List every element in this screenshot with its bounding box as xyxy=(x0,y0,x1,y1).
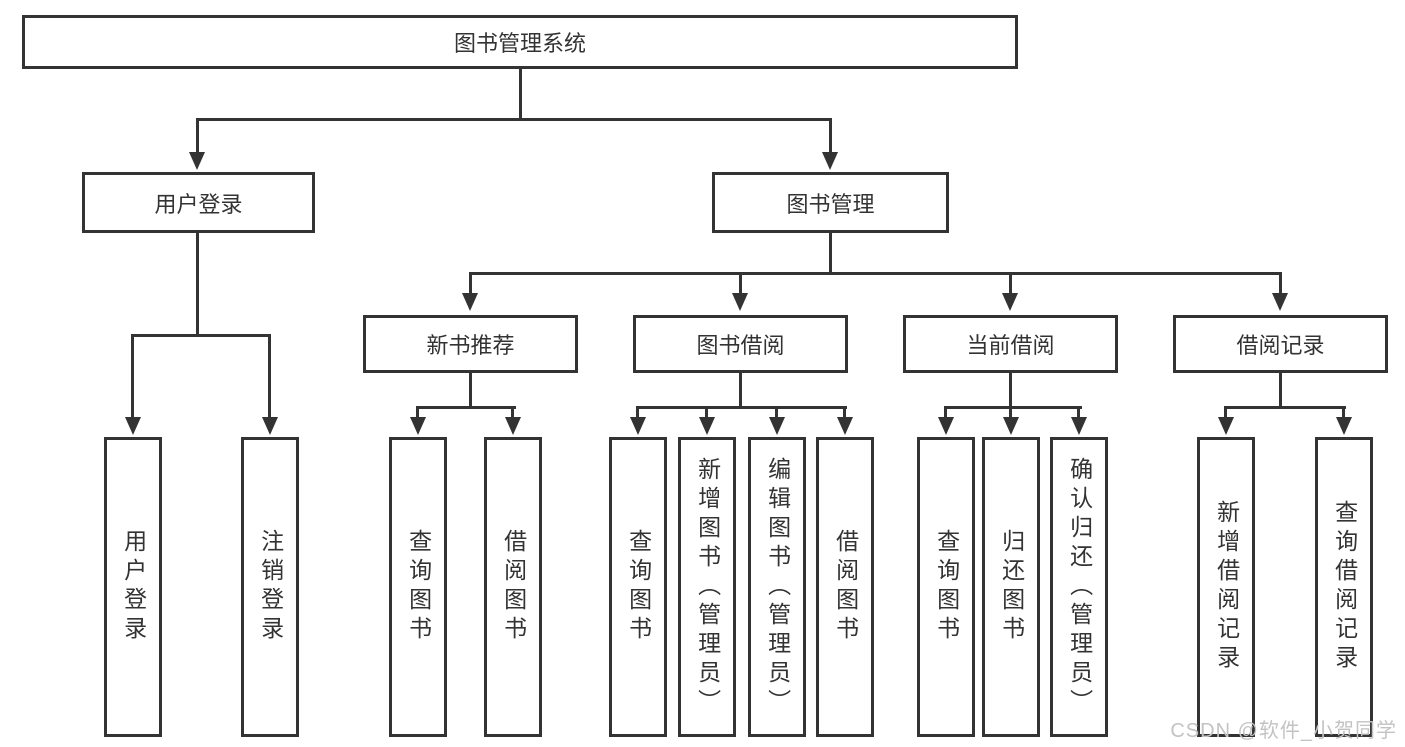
connector-line xyxy=(268,334,271,419)
leaf-query-books-current: 查询图书 xyxy=(917,437,975,737)
leaf-query-borrow-record: 查询借阅记录 xyxy=(1315,437,1373,737)
csdn-watermark: CSDN @软件_小贺同学 xyxy=(1170,720,1397,742)
arrowhead-down-icon xyxy=(699,417,715,435)
connector-line xyxy=(829,233,832,274)
arrowhead-down-icon xyxy=(732,293,748,311)
node-book-borrowing: 图书借阅 xyxy=(633,315,848,373)
connector-line xyxy=(843,406,846,419)
arrowhead-down-icon xyxy=(1218,417,1234,435)
arrowhead-down-icon xyxy=(262,417,278,435)
node-user-login-branch: 用户登录 xyxy=(82,172,315,233)
connector-line xyxy=(131,334,271,337)
arrowhead-down-icon xyxy=(1336,417,1352,435)
connector-line xyxy=(1224,406,1227,419)
connector-line xyxy=(469,373,472,407)
leaf-query-books-borrowing: 查询图书 xyxy=(609,437,667,737)
connector-line xyxy=(1009,373,1012,407)
connector-line xyxy=(1224,406,1346,409)
leaf-return-books: 归还图书 xyxy=(982,437,1040,737)
connector-line xyxy=(705,406,708,419)
arrowhead-down-icon xyxy=(938,417,954,435)
connector-line xyxy=(739,272,742,295)
arrowhead-down-icon xyxy=(1071,417,1087,435)
connector-line xyxy=(944,406,947,419)
connector-line xyxy=(739,373,742,407)
arrowhead-down-icon xyxy=(1002,293,1018,311)
leaf-borrow-books-recommend: 借阅图书 xyxy=(484,437,542,737)
leaf-logout: 注销登录 xyxy=(241,437,299,737)
node-book-management-branch: 图书管理 xyxy=(712,172,949,233)
leaf-confirm-return-admin: 确认归还（管理员） xyxy=(1050,437,1108,737)
connector-line xyxy=(944,406,1082,409)
arrowhead-down-icon xyxy=(630,417,646,435)
connector-line xyxy=(196,233,199,335)
leaf-query-books-recommend: 查询图书 xyxy=(389,437,447,737)
connector-line xyxy=(469,272,472,295)
connector-line xyxy=(775,406,778,419)
arrowhead-down-icon xyxy=(837,417,853,435)
node-new-book-recommend: 新书推荐 xyxy=(363,315,578,373)
connector-line xyxy=(636,406,847,409)
connector-line xyxy=(416,406,419,419)
connector-line xyxy=(1279,373,1282,407)
connector-line xyxy=(131,334,134,419)
connector-line xyxy=(1009,272,1012,295)
leaf-user-login: 用户登录 xyxy=(104,437,162,737)
leaf-borrow-books-borrowing: 借阅图书 xyxy=(816,437,874,737)
connector-line xyxy=(196,118,199,154)
connector-line xyxy=(511,406,514,419)
connector-line xyxy=(1279,272,1282,295)
arrowhead-down-icon xyxy=(189,152,205,170)
connector-line xyxy=(469,272,1281,275)
leaf-add-borrow-record: 新增借阅记录 xyxy=(1197,437,1255,737)
arrowhead-down-icon xyxy=(462,293,478,311)
arrowhead-down-icon xyxy=(769,417,785,435)
arrowhead-down-icon xyxy=(1272,293,1288,311)
arrowhead-down-icon xyxy=(505,417,521,435)
arrowhead-down-icon xyxy=(822,152,838,170)
connector-line xyxy=(519,68,522,119)
leaf-edit-books-admin: 编辑图书（管理员） xyxy=(748,437,806,737)
connector-line xyxy=(1342,406,1345,419)
node-current-borrowing: 当前借阅 xyxy=(903,315,1118,373)
node-library-system-root: 图书管理系统 xyxy=(22,15,1018,69)
node-borrowing-records: 借阅记录 xyxy=(1173,315,1388,373)
arrowhead-down-icon xyxy=(410,417,426,435)
arrowhead-down-icon xyxy=(125,417,141,435)
arrowhead-down-icon xyxy=(1003,417,1019,435)
connector-line xyxy=(636,406,639,419)
connector-line xyxy=(416,406,516,409)
leaf-add-books-admin: 新增图书（管理员） xyxy=(678,437,736,737)
connector-line xyxy=(829,118,832,154)
connector-line xyxy=(1009,406,1012,419)
connector-line xyxy=(1077,406,1080,419)
connector-line xyxy=(196,118,831,121)
